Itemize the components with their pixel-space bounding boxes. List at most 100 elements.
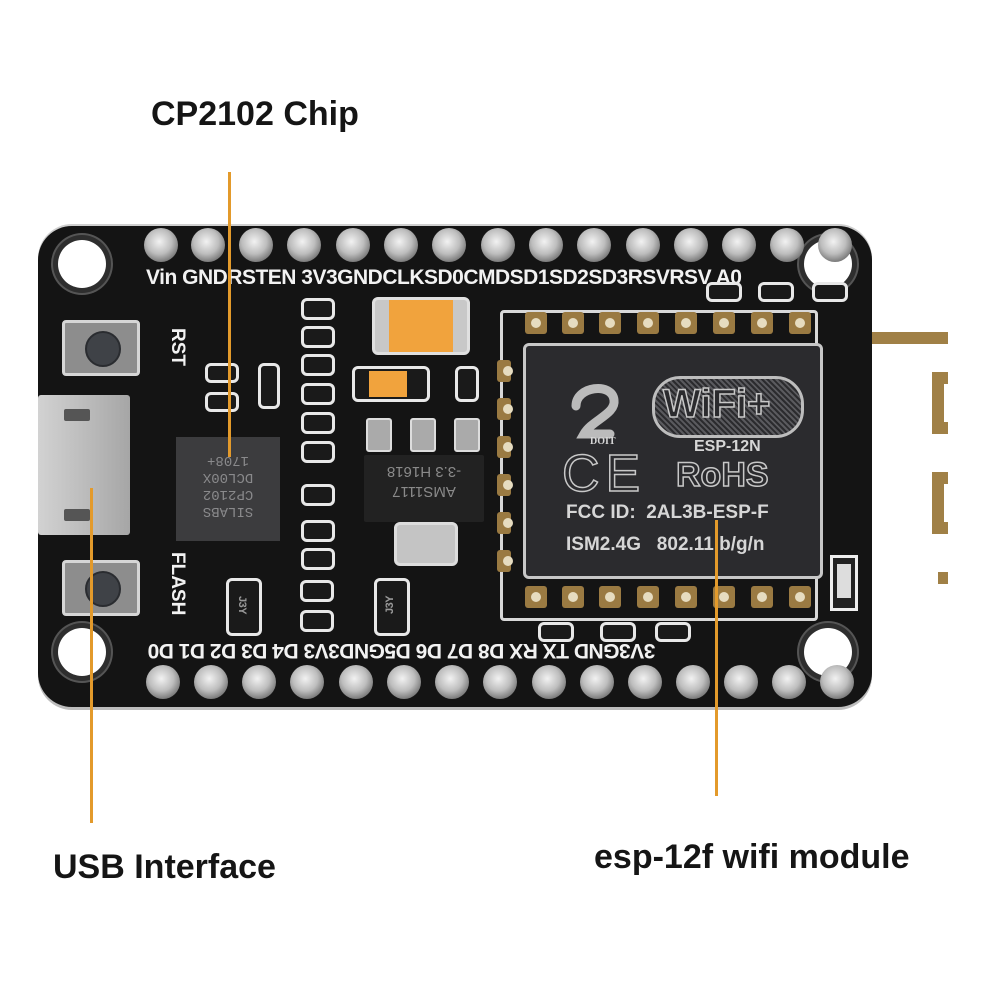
cp2102-chip-marking: SILABS CP2102 DCL00X 1708+ xyxy=(176,451,280,519)
regulator-marking-line: -3.3 H1618 xyxy=(386,463,462,480)
smd-capacitor xyxy=(455,366,479,402)
module-spec: ISM2.4G 802.11 b/g/n xyxy=(566,534,765,555)
castellated-pad xyxy=(637,312,659,334)
smd-resistor xyxy=(301,548,335,570)
cp2102-callout-line xyxy=(228,172,231,457)
pin-rsv-2 xyxy=(770,228,804,262)
smd-resistor xyxy=(655,622,691,642)
reset-button-cap xyxy=(85,331,121,367)
pin-gnd-top-2 xyxy=(384,228,418,262)
pin-clk xyxy=(432,228,466,262)
regulator-tab xyxy=(394,522,458,566)
castellated-pad xyxy=(497,398,513,420)
chip-marking-line: DCL00X xyxy=(202,469,254,485)
transistor-left: J3Y xyxy=(226,578,262,636)
transistor-marking: J3Y xyxy=(384,595,397,615)
castellated-pad xyxy=(599,312,621,334)
smd-resistor xyxy=(538,622,574,642)
wifi-badge-text: WiFi+ xyxy=(662,381,771,427)
doit-logo-icon xyxy=(571,384,619,439)
castellated-pad xyxy=(497,474,513,496)
smd-resistor xyxy=(301,326,335,348)
usb-interface-label: USB Interface xyxy=(53,848,276,886)
smd-resistor xyxy=(301,354,335,376)
transistor-marking: J3Y xyxy=(236,595,249,615)
pin-sd2 xyxy=(626,228,660,262)
regulator-pin xyxy=(410,418,436,452)
mounting-hole-bottom-left xyxy=(58,628,106,676)
smd-resistor xyxy=(600,622,636,642)
pin-rx xyxy=(290,665,324,699)
pin-d7 xyxy=(387,665,421,699)
rohs-mark: RoHS xyxy=(675,455,769,495)
bottom-pin-silkscreen: 3V3GND TX RX D8 D7 D6 D5GND3V3 D4 D3 D2 … xyxy=(148,639,656,662)
castellated-pad xyxy=(789,312,811,334)
castellated-pad xyxy=(751,586,773,608)
castellated-pad xyxy=(599,586,621,608)
pin-d1 xyxy=(772,665,806,699)
tantalum-capacitor-small xyxy=(352,366,430,402)
smd-resistor xyxy=(758,282,794,302)
chip-marking-line: CP2102 xyxy=(202,486,254,502)
castellated-pad xyxy=(562,312,584,334)
pin-en xyxy=(287,228,321,262)
castellated-pad xyxy=(713,586,735,608)
pin-sd1 xyxy=(577,228,611,262)
castellated-pad xyxy=(562,586,584,608)
pin-sd3 xyxy=(674,228,708,262)
pin-rsv-1 xyxy=(722,228,756,262)
reset-button[interactable] xyxy=(62,320,140,376)
pin-3v3-bottom-2 xyxy=(580,665,614,699)
pin-cmd xyxy=(529,228,563,262)
pin-3v3-bottom-1 xyxy=(146,665,180,699)
smd-resistor xyxy=(300,610,334,632)
pin-d8 xyxy=(339,665,373,699)
usb-callout-line xyxy=(90,488,93,823)
fcc-id: FCC ID: 2AL3B-ESP-F xyxy=(566,502,769,523)
capacitor-body xyxy=(369,371,407,397)
flash-button-label: FLASH xyxy=(167,552,188,616)
reset-button-label: RST xyxy=(167,328,188,366)
ce-mark: CE xyxy=(561,444,647,504)
castellated-pad xyxy=(789,586,811,608)
castellated-pad xyxy=(675,312,697,334)
doit-brand-text: DOIT xyxy=(590,436,616,447)
esp-module-shield: DOIT WiFi+ CE ESP-12N RoHS FCC ID: 2AL3B… xyxy=(523,343,823,579)
smd-resistor xyxy=(812,282,848,302)
chip-marking-line: SILABS xyxy=(202,503,254,519)
regulator-marking: AMS1117 -3.3 H1618 xyxy=(364,461,484,501)
castellated-pad xyxy=(751,312,773,334)
smd-resistor xyxy=(300,580,334,602)
smd-resistor xyxy=(205,392,239,412)
smd-resistor xyxy=(301,383,335,405)
pin-tx xyxy=(242,665,276,699)
castellated-pad xyxy=(525,312,547,334)
pin-vin xyxy=(144,228,178,262)
castellated-pad xyxy=(637,586,659,608)
pin-gnd-top-1 xyxy=(191,228,225,262)
flash-button[interactable] xyxy=(62,560,140,616)
pin-d6 xyxy=(435,665,469,699)
ams1117-regulator: AMS1117 -3.3 H1618 xyxy=(364,455,484,522)
pin-rst xyxy=(239,228,273,262)
pin-d2 xyxy=(724,665,758,699)
smd-resistor xyxy=(301,484,335,506)
usb-port-slot-bottom xyxy=(64,509,90,521)
capacitor-body xyxy=(389,300,453,352)
esp-module-label: esp-12f wifi module xyxy=(594,838,910,876)
regulator-pin xyxy=(366,418,392,452)
castellated-pad xyxy=(675,586,697,608)
micro-usb-port[interactable] xyxy=(38,395,130,535)
status-led xyxy=(830,555,858,611)
smd-resistor xyxy=(301,520,335,542)
castellated-pad xyxy=(497,436,513,458)
wifi-plus-badge: WiFi+ xyxy=(652,376,804,438)
pin-d0 xyxy=(820,665,854,699)
castellated-pad xyxy=(497,550,513,572)
smd-resistor xyxy=(205,363,239,383)
castellated-pad xyxy=(497,360,513,382)
regulator-marking-line: AMS1117 xyxy=(392,483,456,500)
pin-d4 xyxy=(628,665,662,699)
cp2102-chip-label: CP2102 Chip xyxy=(151,95,359,133)
pin-a0 xyxy=(818,228,852,262)
